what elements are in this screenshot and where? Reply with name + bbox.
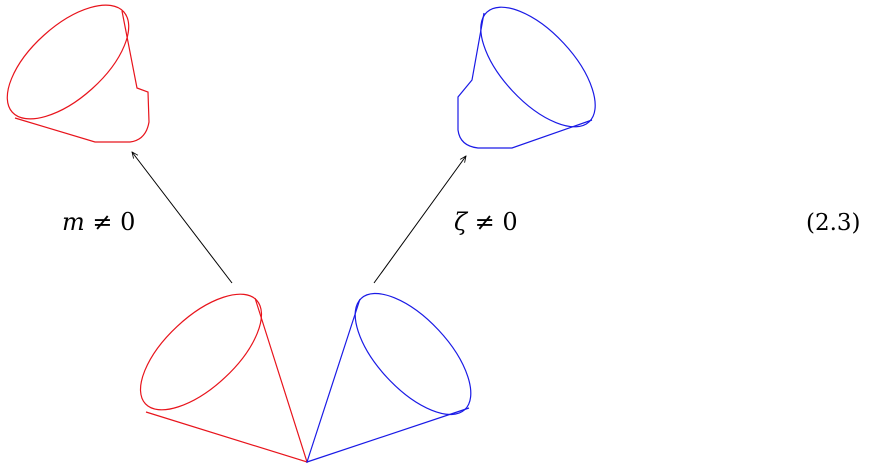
equation-number: (2.3) [806,210,861,236]
bottom-red-cone-sides [145,297,308,463]
zeta-relation: ≠ 0 [467,208,518,236]
deformed-red-cone-rim [6,4,130,120]
mass-deformation-label: m ≠ 0 [62,208,135,236]
zeta-variable: ζ [454,208,468,236]
arrow-right [373,156,466,284]
arrow-left [132,152,233,284]
deformed-red-cone-body [14,10,150,143]
bottom-red-cone [139,293,308,463]
mass-variable: m [62,208,85,236]
bottom-blue-cone-sides [306,298,470,463]
deformed-blue-cone-rim [480,6,596,128]
deformed-blue-cone-body [457,12,593,149]
deformed-red-cone [6,4,150,143]
bottom-blue-cone [306,292,472,463]
bottom-blue-cone-rim [354,292,472,416]
bottom-red-cone-rim [139,293,263,411]
deformed-blue-cone [457,6,596,149]
mass-relation: ≠ 0 [84,208,136,236]
zeta-deformation-label: ζ ≠ 0 [454,208,518,236]
